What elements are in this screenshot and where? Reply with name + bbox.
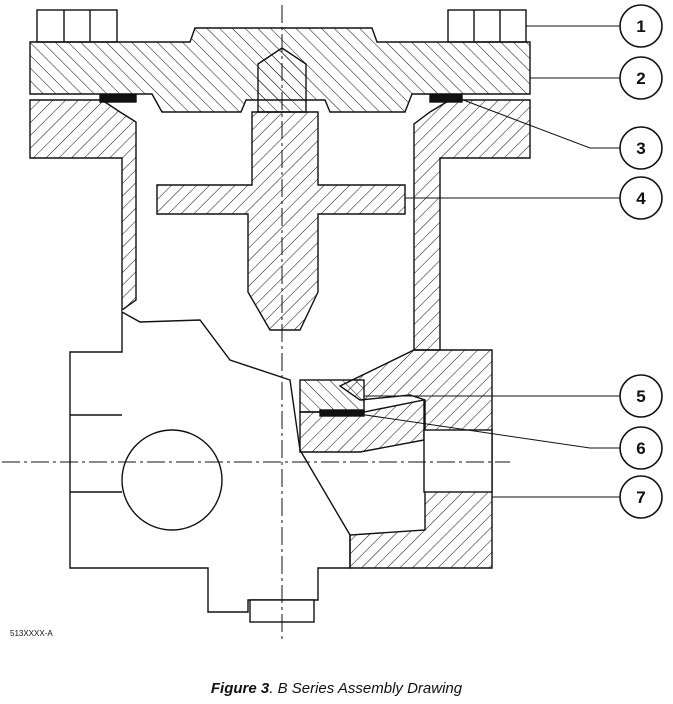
body-flange-left (29, 99, 137, 312)
gasket-right (429, 94, 463, 103)
float-assembly (156, 111, 406, 331)
callout-6: 6 (636, 439, 645, 458)
caption-label: Figure 3 (210, 680, 270, 697)
callout-bubbles (619, 4, 663, 519)
callout-2: 2 (636, 69, 645, 88)
outlet-bore (423, 429, 493, 493)
bolt-right (447, 9, 527, 43)
figure-caption: Figure 3. B Series Assembly Drawing (0, 680, 673, 697)
caption-text: . B Series Assembly Drawing (269, 680, 463, 697)
drawing-code: 513XXXX-A (10, 629, 53, 638)
seat-ring (299, 379, 365, 413)
strainer-ball (121, 429, 223, 531)
bolt-left (36, 9, 118, 43)
callout-3: 3 (636, 139, 645, 158)
callout-1: 1 (636, 17, 645, 36)
gasket-left (99, 94, 137, 103)
callout-7: 7 (636, 488, 645, 507)
callout-5: 5 (636, 387, 645, 406)
body-flange-right (413, 99, 531, 351)
callout-4: 4 (636, 189, 646, 208)
leader-lines (344, 25, 620, 498)
body-right-section (338, 349, 493, 569)
